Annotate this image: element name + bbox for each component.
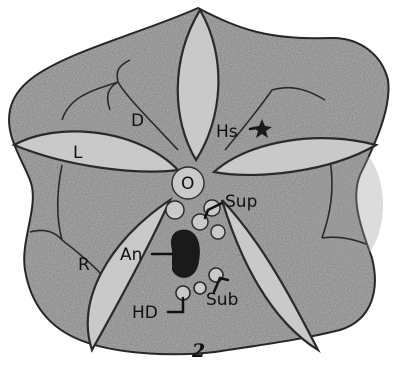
apical-plate-small	[211, 225, 225, 239]
apical-plate-small	[166, 201, 184, 219]
hd-plate-2	[194, 282, 206, 294]
label-an: An	[120, 245, 142, 265]
label-o: O	[181, 174, 194, 194]
figure-number: 2	[191, 340, 205, 362]
sub-plate	[209, 268, 223, 282]
label-r: R	[78, 255, 90, 275]
label-sup: Sup	[225, 192, 257, 212]
label-l: L	[73, 143, 83, 163]
label-d: D	[131, 111, 144, 131]
label-sub: Sub	[206, 290, 238, 310]
label-hd: HD	[132, 303, 158, 323]
label-hs: Hs	[216, 122, 238, 142]
periproct-anus	[171, 230, 200, 278]
